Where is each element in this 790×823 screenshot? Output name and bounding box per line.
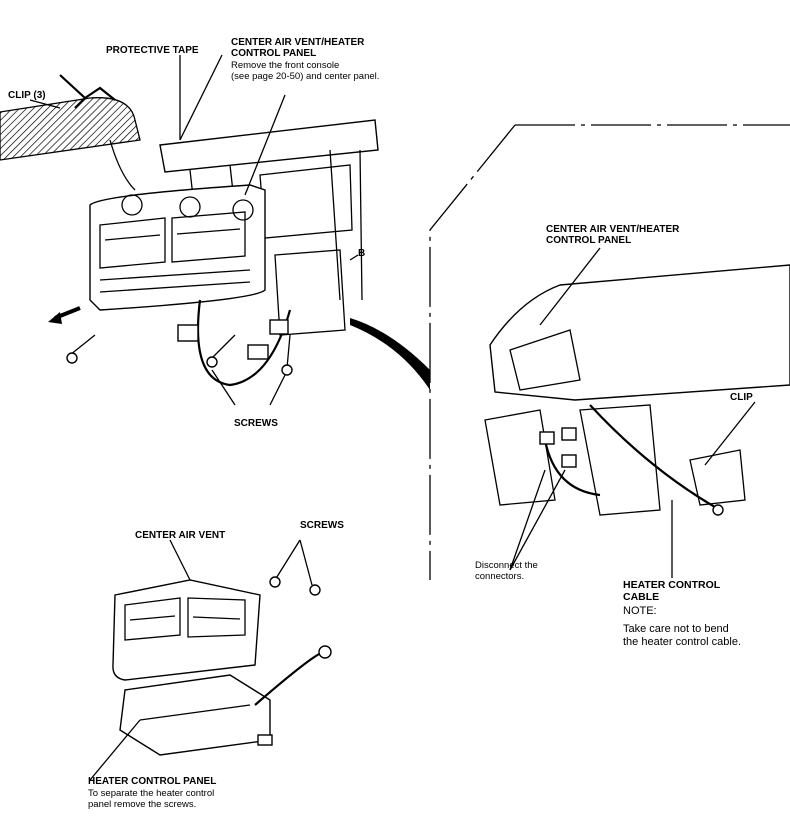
- label-center-panel-note-2: (see page 20-50) and center panel.: [231, 71, 380, 82]
- label-screws-bottom: SCREWS: [300, 520, 344, 531]
- label-screws-top: SCREWS: [234, 418, 278, 429]
- label-center-panel-title-2: CONTROL PANEL: [231, 48, 317, 59]
- label-heater-panel-note-1: To separate the heater control: [88, 788, 215, 799]
- label-center-panel-note-1: Remove the front console: [231, 60, 340, 71]
- label-cable-1: HEATER CONTROL: [623, 579, 721, 591]
- label-clip: CLIP: [730, 392, 753, 403]
- label-center-air-vent: CENTER AIR VENT: [135, 530, 226, 541]
- label-disconnect-1: Disconnect the: [475, 560, 538, 571]
- label-protective-tape: PROTECTIVE TAPE: [106, 45, 199, 56]
- clip-detail-inset: [0, 74, 141, 191]
- label-b-marker: B: [358, 248, 366, 259]
- label-center-panel-title-1: CENTER AIR VENT/HEATER: [231, 37, 365, 48]
- label-disconnect-2: connectors.: [475, 571, 525, 582]
- label-note-1: Take care not to bend: [623, 623, 729, 635]
- label-cable-2: CABLE: [623, 591, 660, 603]
- label-heater-panel-title: HEATER CONTROL PANEL: [88, 776, 217, 787]
- label-note-head: NOTE:: [623, 605, 657, 617]
- label-note-2: the heater control cable.: [623, 636, 742, 648]
- label-clip-3: CLIP (3): [8, 90, 46, 101]
- label-detail-title-2: CONTROL PANEL: [546, 235, 632, 246]
- dashboard-assembly: [48, 54, 430, 406]
- vent-and-panel-assembly: [89, 539, 332, 781]
- label-heater-panel-note-2: panel remove the screws.: [88, 799, 197, 810]
- detail-frame: [429, 124, 790, 580]
- label-detail-title-1: CENTER AIR VENT/HEATER: [546, 224, 680, 235]
